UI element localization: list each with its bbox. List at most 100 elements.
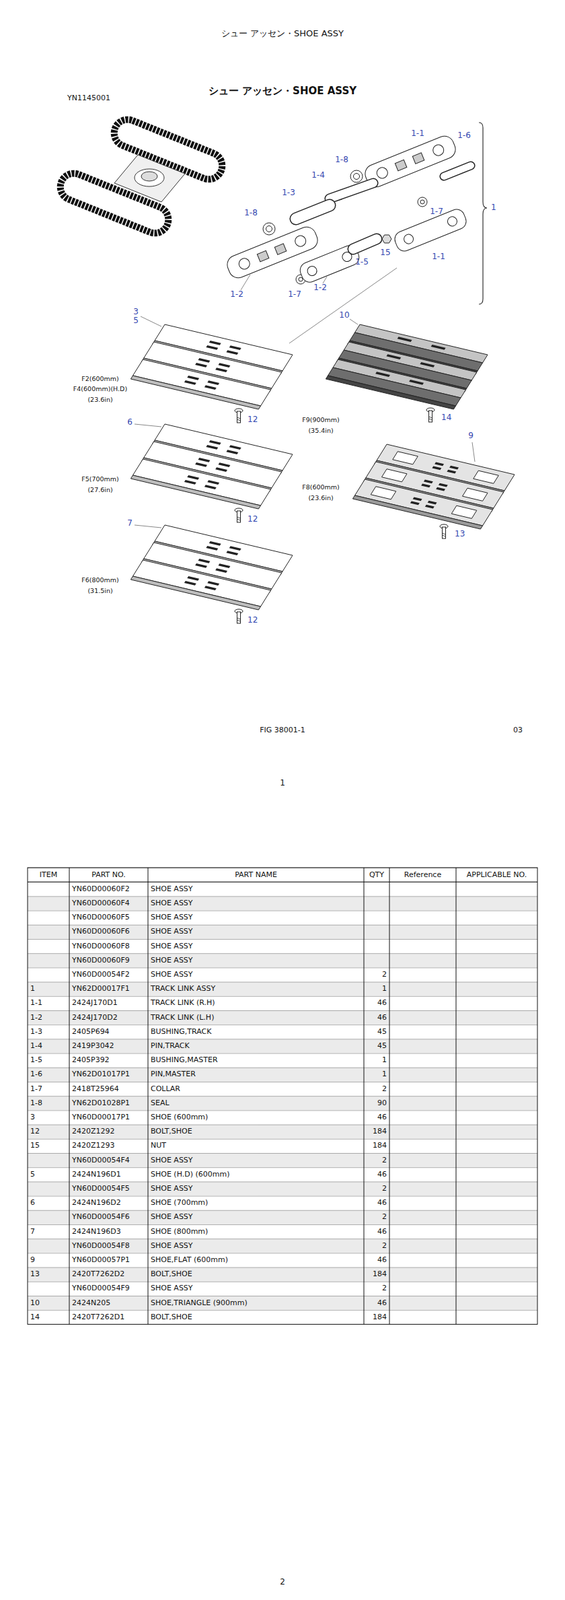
table-cell: SEAL <box>150 1098 170 1107</box>
table-cell: 1 <box>382 984 387 993</box>
dimension-label: F5(700mm) <box>81 475 120 483</box>
table-cell: SHOE (800mm) <box>150 1226 208 1235</box>
dimension-label: (31.5in) <box>87 587 113 594</box>
table-cell: 2 <box>382 1212 387 1221</box>
table-cell: SHOE ASSY <box>150 969 194 978</box>
track-link-exploded <box>224 133 471 285</box>
table-cell: 10 <box>30 1298 40 1307</box>
table-cell: 2424J170D2 <box>71 1012 118 1022</box>
page-code: 03 <box>513 725 523 734</box>
table-cell: 46 <box>377 1112 387 1121</box>
callout-number: 6 <box>127 417 133 427</box>
callout-number: 1-1 <box>410 129 425 138</box>
table-cell: SHOE,TRIANGLE (900mm) <box>150 1298 248 1307</box>
table-cell: 2419P3042 <box>71 1041 115 1050</box>
table-cell: 2420T7262D1 <box>71 1312 125 1321</box>
table-cell: 1-6 <box>30 1069 43 1078</box>
table-cell: 2424N205 <box>71 1298 111 1307</box>
callout-number: 15 <box>380 248 391 257</box>
table-cell: YN60D00054F2 <box>71 969 130 978</box>
callout-number: 13 <box>454 529 465 539</box>
callout-number: 7 <box>127 518 133 528</box>
callout-number: 12 <box>247 514 258 524</box>
table-cell: SHOE ASSY <box>150 1283 194 1292</box>
table-header: ITEM <box>39 870 58 879</box>
page-number: 1 <box>279 778 286 787</box>
table-cell: 1-8 <box>30 1098 43 1107</box>
callout-number: 14 <box>441 412 452 422</box>
callout-number: 12 <box>247 615 258 625</box>
table-cell: 46 <box>377 1298 387 1307</box>
table-cell: SHOE (H.D) (600mm) <box>150 1169 231 1178</box>
table-cell: 2 <box>382 969 387 978</box>
table-cell: YN60D00060F4 <box>71 898 130 907</box>
table-cell: 15 <box>30 1140 40 1149</box>
table-cell: SHOE ASSY <box>150 926 194 935</box>
table-cell: TRACK LINK ASSY <box>150 984 216 993</box>
table-cell: 6 <box>30 1197 35 1207</box>
callout-number: 1-6 <box>457 131 471 140</box>
figure-number: FIG 38001-1 <box>259 725 306 734</box>
table-cell: YN60D00054F5 <box>71 1183 130 1192</box>
shoe-set-triangle <box>325 324 488 409</box>
table-cell: SHOE ASSY <box>150 898 194 907</box>
table-cell: 184 <box>372 1126 387 1135</box>
table-cell: 2420Z1293 <box>71 1140 116 1149</box>
table-cell: BOLT,SHOE <box>150 1312 193 1321</box>
table-header: APPLICABLE NO. <box>466 870 527 879</box>
shoe-set-flat <box>352 443 515 529</box>
table-cell: YN60D00060F5 <box>71 912 130 921</box>
table-header: PART NAME <box>234 870 278 879</box>
table-cell: 1 <box>382 1055 387 1064</box>
table-cell: YN60D00060F2 <box>71 884 130 893</box>
shoe-set-700 <box>130 423 293 509</box>
table-cell: 2424N196D1 <box>71 1169 122 1178</box>
callout-number: 1-2 <box>230 289 244 299</box>
callout-number: 1-2 <box>313 283 327 292</box>
table-header: Reference <box>404 870 442 879</box>
table-cell: 1-1 <box>30 998 43 1007</box>
callout-number: 1-8 <box>244 208 258 218</box>
table-cell: 1 <box>30 984 35 993</box>
table-cell: 9 <box>30 1255 35 1264</box>
table-cell: SHOE ASSY <box>150 1212 194 1221</box>
table-cell: 46 <box>377 1197 387 1207</box>
dimension-label: (35.4in) <box>308 427 333 434</box>
table-cell: 13 <box>30 1269 40 1278</box>
table-cell: 45 <box>377 1041 387 1050</box>
table-header: QTY <box>369 870 385 879</box>
table-cell: SHOE,FLAT (600mm) <box>150 1255 229 1264</box>
figure-code: YN1145001 <box>67 94 111 103</box>
table-cell: YN60D00017P1 <box>71 1112 130 1121</box>
table-cell: 2 <box>382 1084 387 1093</box>
callout-number: 12 <box>247 415 258 424</box>
table-cell: YN62D00017F1 <box>71 984 130 993</box>
table-cell: 1-5 <box>30 1055 43 1064</box>
table-cell: YN62D01028P1 <box>71 1098 130 1107</box>
table-cell: 14 <box>30 1312 40 1321</box>
callout-number: 1-3 <box>281 188 296 198</box>
table-cell: COLLAR <box>150 1084 181 1093</box>
table-cell: NUT <box>150 1140 167 1149</box>
table-cell: 1 <box>382 1069 387 1078</box>
table-cell: 2424J170D1 <box>71 998 118 1007</box>
table-cell: BOLT,SHOE <box>150 1126 193 1135</box>
page-number: 2 <box>279 1576 286 1586</box>
callout-number: 10 <box>339 310 350 320</box>
table-cell: SHOE (600mm) <box>150 1112 208 1121</box>
table-cell: 12 <box>30 1126 40 1135</box>
table-cell: 3 <box>30 1112 35 1121</box>
table-cell: TRACK LINK (L.H) <box>150 1012 214 1022</box>
table-cell: 2420Z1292 <box>71 1126 116 1135</box>
table-cell: 2424N196D2 <box>71 1197 122 1207</box>
dimension-label: (23.6in) <box>308 494 333 502</box>
table-cell: YN62D01017P1 <box>71 1069 130 1078</box>
table-cell: SHOE ASSY <box>150 941 194 950</box>
assembly-bracket <box>478 122 487 305</box>
track-overview <box>56 115 227 238</box>
shoe-bolts <box>234 407 448 623</box>
table-cell: SHOE ASSY <box>150 912 194 921</box>
table-cell: YN60D00054F6 <box>71 1212 130 1221</box>
table-cell: 184 <box>372 1140 387 1149</box>
